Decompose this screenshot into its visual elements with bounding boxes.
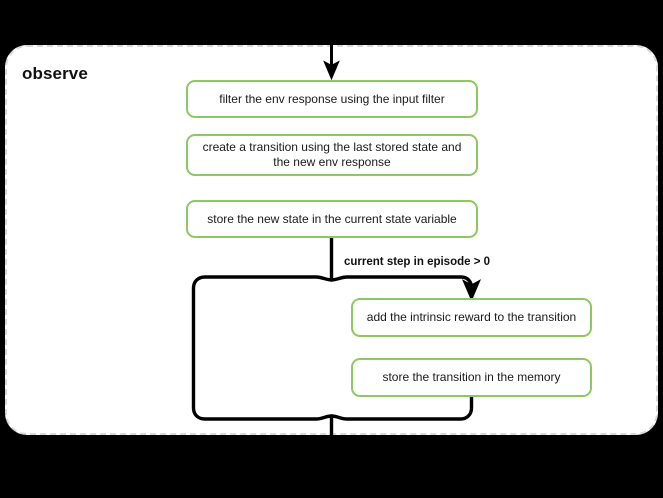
node-store-new-state[interactable]: store the new state in the current state…	[186, 200, 478, 238]
node-create-transition[interactable]: create a transition using the last store…	[186, 134, 478, 176]
node-store-transition-memory[interactable]: store the transition in the memory	[351, 358, 592, 397]
node-filter-env-response[interactable]: filter the env response using the input …	[186, 80, 478, 118]
node-add-intrinsic-reward[interactable]: add the intrinsic reward to the transiti…	[351, 298, 592, 337]
page-title: observe	[22, 64, 88, 83]
edge-label-current-step: current step in episode > 0	[344, 256, 491, 268]
